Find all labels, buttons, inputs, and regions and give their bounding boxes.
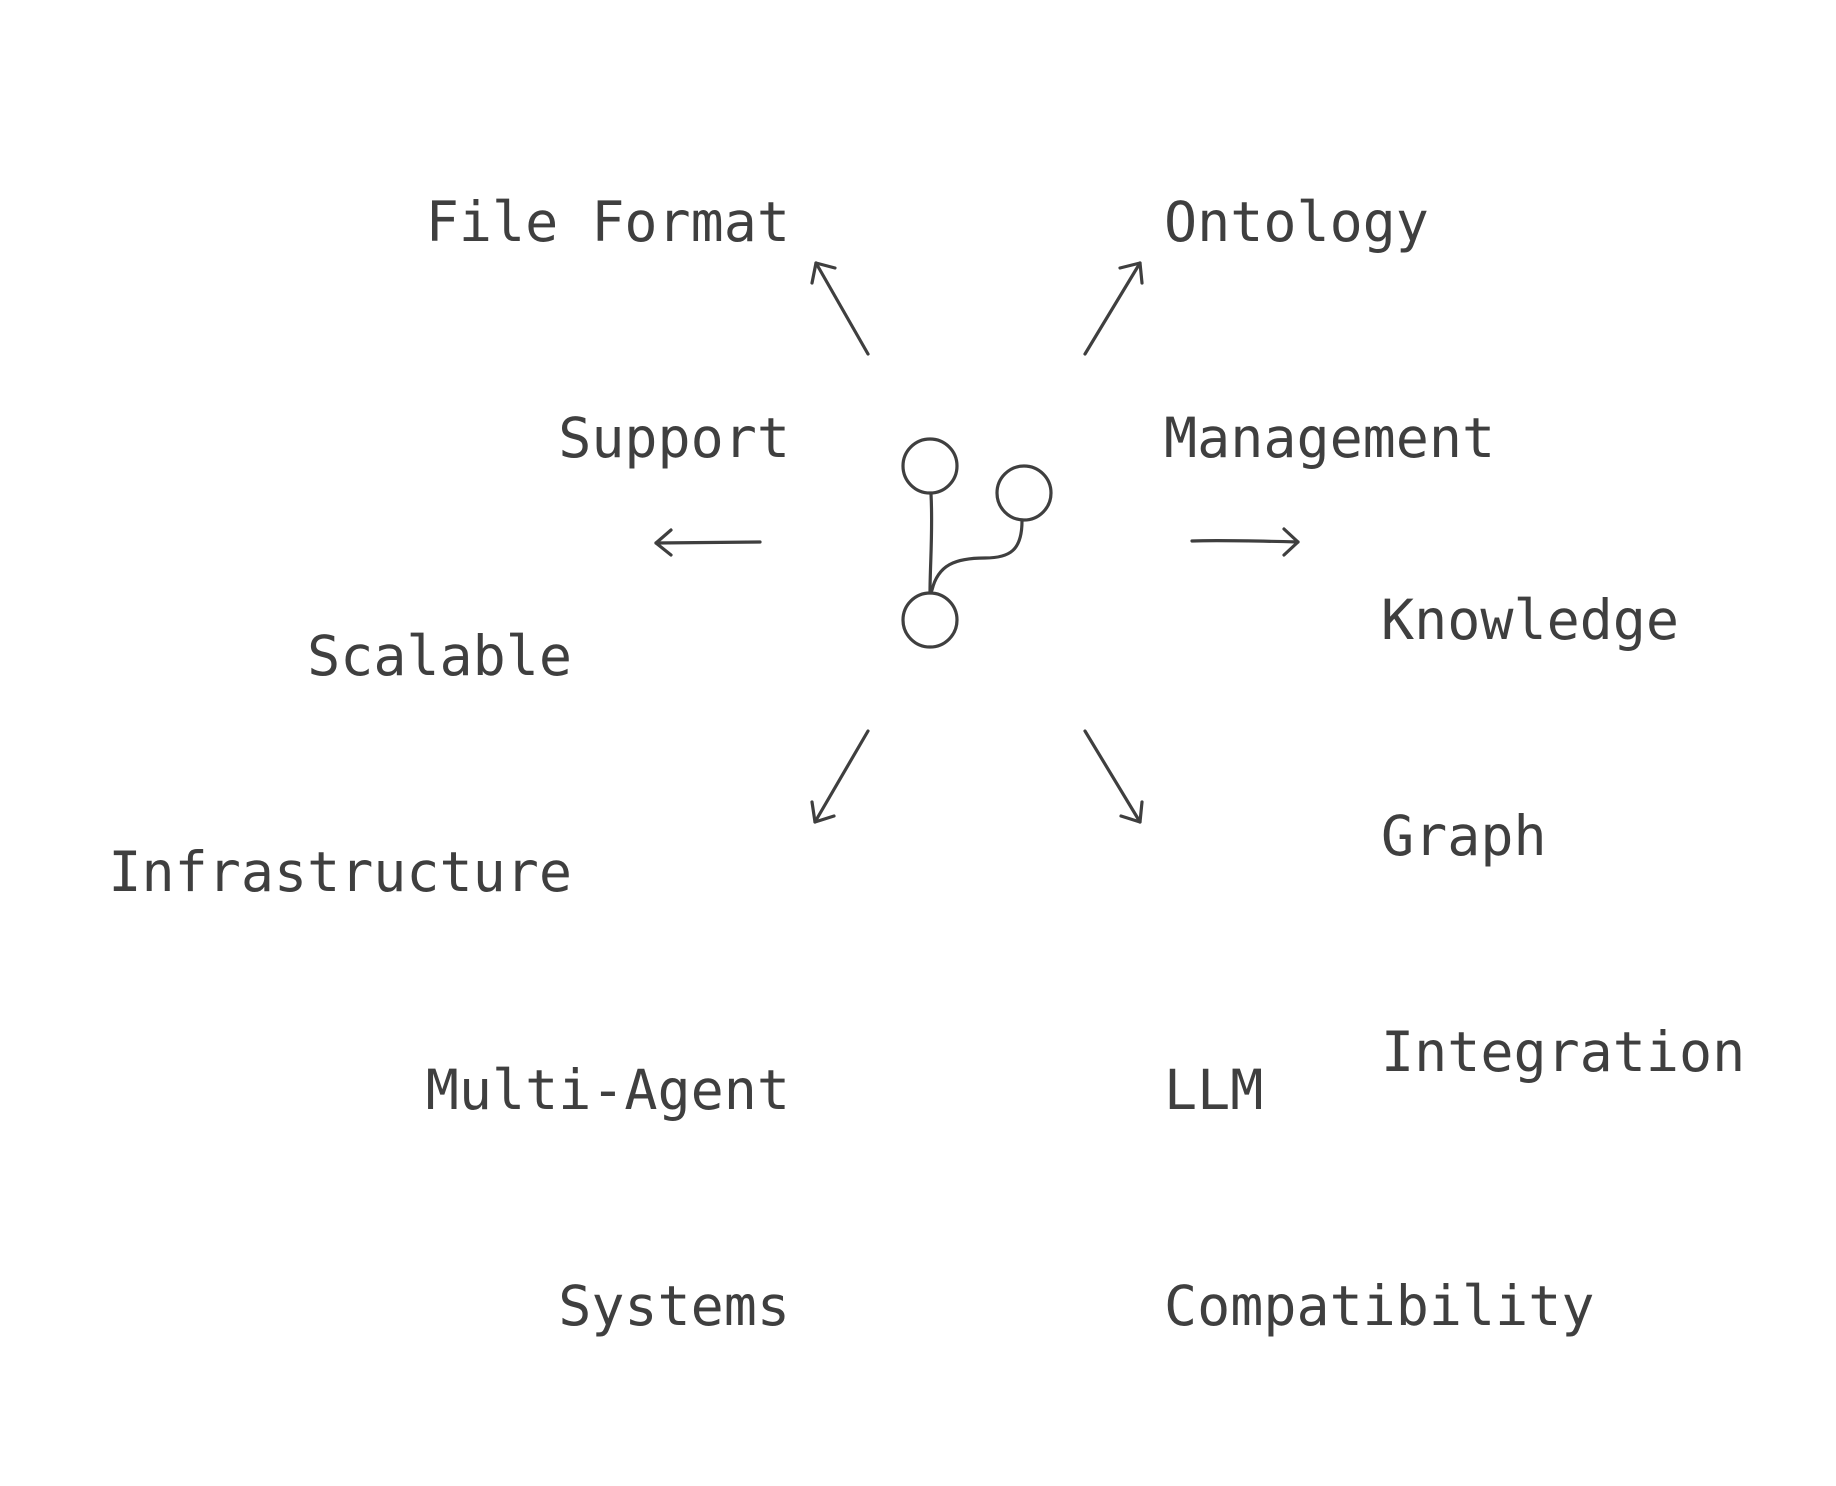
- node-label-line: Multi-Agent: [425, 1058, 790, 1122]
- node-label-line: Scalable: [307, 624, 572, 688]
- node-label-line: Compatibility: [1164, 1274, 1595, 1338]
- node-knowledge-graph-integration: Knowledge Graph Integration: [1381, 440, 1821, 1232]
- node-label-line: File Format: [425, 190, 790, 254]
- node-label-line: Management: [1164, 406, 1496, 470]
- git-branch-icon: [901, 437, 1053, 649]
- branch-node-right: [995, 464, 1053, 522]
- node-label-line: Infrastructure: [108, 840, 572, 904]
- node-ontology-management: Ontology Management: [1164, 42, 1624, 618]
- arrow-up-right: [1083, 261, 1144, 356]
- branch-curve: [930, 519, 1024, 592]
- node-llm-compatibility: LLM Compatibility: [1164, 910, 1664, 1486]
- node-label-line: LLM: [1164, 1058, 1264, 1122]
- arrow-down-right: [1083, 729, 1144, 824]
- node-file-format-support: File Format Support: [330, 42, 790, 618]
- node-label-line: Support: [558, 406, 790, 470]
- arrow-up-left: [810, 261, 870, 356]
- branch-node-bottom: [901, 591, 959, 649]
- node-label-line: Systems: [558, 1274, 790, 1338]
- branch-trunk: [928, 492, 934, 595]
- node-label-line: Ontology: [1164, 190, 1429, 254]
- node-label-line: Knowledge: [1381, 588, 1680, 652]
- node-scalable-infrastructure: Scalable Infrastructure: [40, 476, 572, 1052]
- arrow-down-left: [810, 729, 870, 824]
- diagram-canvas: File Format Support Ontology Management …: [40, 42, 1745, 1338]
- arrow-right: [1190, 527, 1300, 557]
- node-label-line: Graph: [1381, 804, 1547, 868]
- branch-node-top: [901, 437, 959, 495]
- diagram-graphics: [654, 261, 1300, 824]
- node-multi-agent-systems: Multi-Agent Systems: [330, 910, 790, 1486]
- arrow-left: [654, 528, 762, 557]
- node-label-line: Integration: [1381, 1020, 1746, 1084]
